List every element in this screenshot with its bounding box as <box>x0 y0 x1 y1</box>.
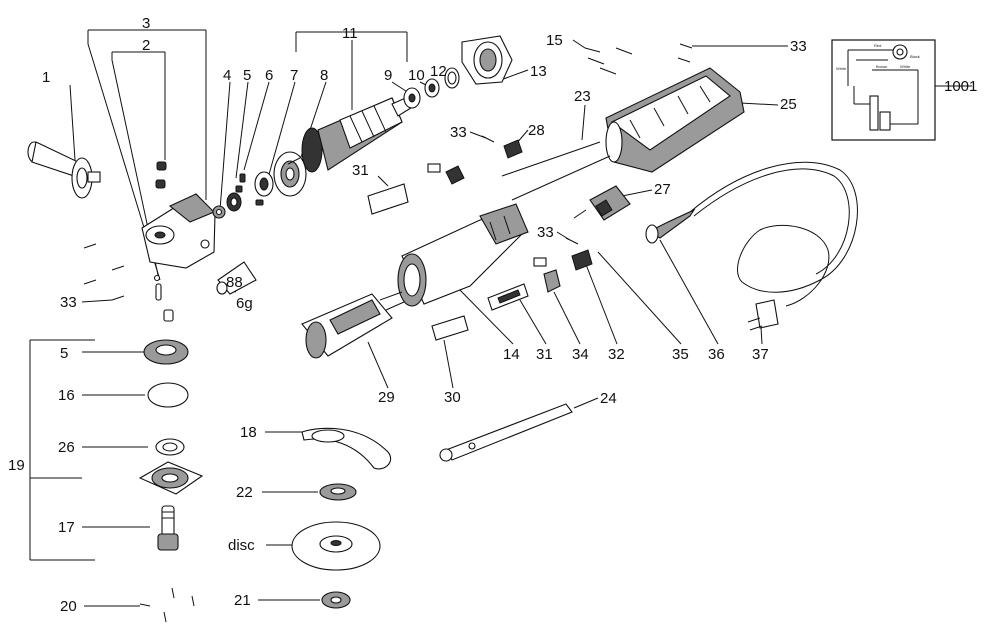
part-label: 34 <box>572 346 589 363</box>
part-label: 18 <box>240 424 257 441</box>
part-label: 30 <box>444 389 461 406</box>
screw-33-mid-part <box>481 135 495 143</box>
bearing-10-part <box>424 78 440 98</box>
power-cable-part <box>645 161 858 331</box>
part-label: 14 <box>503 346 520 363</box>
clip-28-part <box>503 139 523 159</box>
brush-holder-part <box>427 163 465 185</box>
label-plate-30-part <box>431 315 469 341</box>
part-label: 2 <box>142 37 150 54</box>
part-label: 88 <box>226 274 243 291</box>
spare-tag-part <box>216 261 257 295</box>
part-label: 37 <box>752 346 769 363</box>
wire-label: Red <box>874 43 881 48</box>
wire-label: White <box>900 64 911 69</box>
spindle-flange-part <box>138 461 204 495</box>
handle-housing-part <box>605 67 745 173</box>
part-label: 6g <box>236 295 253 312</box>
wire-label: White <box>836 66 847 71</box>
screws-33-top-part <box>677 43 693 63</box>
part-label: 11 <box>342 25 358 42</box>
part-label: 36 <box>708 346 725 363</box>
part-label: 17 <box>58 519 75 536</box>
label-plate-lower-part <box>487 283 529 311</box>
key-part <box>235 173 264 206</box>
grinding-disc-part <box>291 521 381 571</box>
brush-32-part <box>533 257 547 267</box>
spanner-part <box>439 403 573 462</box>
motor-housing-part <box>397 203 529 307</box>
screws-33-left-part <box>83 243 125 301</box>
part-label: 33 <box>790 38 807 55</box>
wiring-inset: Red White Black Brown White <box>831 39 936 141</box>
part-label: 24 <box>600 390 617 407</box>
part-label: 31 <box>352 162 369 179</box>
part-label: 3 <box>142 15 150 32</box>
part-label: disc <box>228 537 255 554</box>
part-label: 25 <box>780 96 797 113</box>
part-label: 4 <box>223 67 231 84</box>
nut-pin-part <box>153 161 174 322</box>
outer-nut-part <box>321 591 351 609</box>
switch-part <box>573 185 631 221</box>
clamp-35-part <box>571 249 593 271</box>
part-label: 35 <box>672 346 689 363</box>
part-label: 22 <box>236 484 253 501</box>
part-label: 23 <box>574 88 591 105</box>
screw-33-right-part <box>565 237 579 245</box>
part-label: 31 <box>536 346 553 363</box>
part-label: 7 <box>290 67 298 84</box>
washer-26-part <box>155 438 185 456</box>
part-label: 29 <box>378 389 395 406</box>
bearing-9-part <box>403 87 421 109</box>
part-label: 1 <box>42 69 50 86</box>
brush-34-part <box>543 269 561 293</box>
side-handle-part <box>27 141 101 199</box>
part-number-labels: 3 2 1 4 5 6 7 8 11 9 10 12 13 15 33 23 2… <box>8 15 977 615</box>
part-label: 27 <box>654 181 671 198</box>
wheel-guard-part <box>301 427 392 470</box>
part-label: 33 <box>537 224 554 241</box>
label-plate-upper-part <box>367 183 409 215</box>
screws-15-part <box>584 47 633 75</box>
armature-part <box>287 95 415 173</box>
part-label: 1001 <box>944 78 977 95</box>
part-label: 12 <box>430 63 447 80</box>
part-label: 6 <box>265 67 273 84</box>
gear-housing-part <box>141 193 216 269</box>
inner-flange-part <box>319 483 357 501</box>
part-label: 19 <box>8 457 25 474</box>
part-label: 8 <box>320 67 328 84</box>
o-ring-part <box>147 382 189 408</box>
part-label: 5 <box>60 345 68 362</box>
part-label: 26 <box>58 439 75 456</box>
part-label: 28 <box>528 122 545 139</box>
part-label: 33 <box>60 294 77 311</box>
part-label: 16 <box>58 387 75 404</box>
spindle-part <box>157 505 179 551</box>
bearing-7-part <box>254 171 274 197</box>
part-label: 20 <box>60 598 77 615</box>
bearing-4-part <box>212 205 226 219</box>
part-label: 21 <box>234 592 251 609</box>
part-label: 15 <box>546 32 563 49</box>
part-label: 13 <box>530 63 547 80</box>
pinion-part <box>226 192 242 212</box>
bearing-plate-part <box>273 151 307 197</box>
baffle-part <box>461 35 513 85</box>
screws-20-part <box>139 587 195 623</box>
part-label: 10 <box>408 67 425 84</box>
wire-label: Black <box>910 54 920 59</box>
wire-label: Brown <box>876 64 887 69</box>
part-label: 33 <box>450 124 467 141</box>
ring-12-part <box>444 67 460 89</box>
wires-part <box>501 141 611 201</box>
part-label: 32 <box>608 346 625 363</box>
bevel-gear-part <box>143 339 189 365</box>
part-label: 9 <box>384 67 392 84</box>
field-coil-part <box>301 291 405 359</box>
part-label: 5 <box>243 67 251 84</box>
